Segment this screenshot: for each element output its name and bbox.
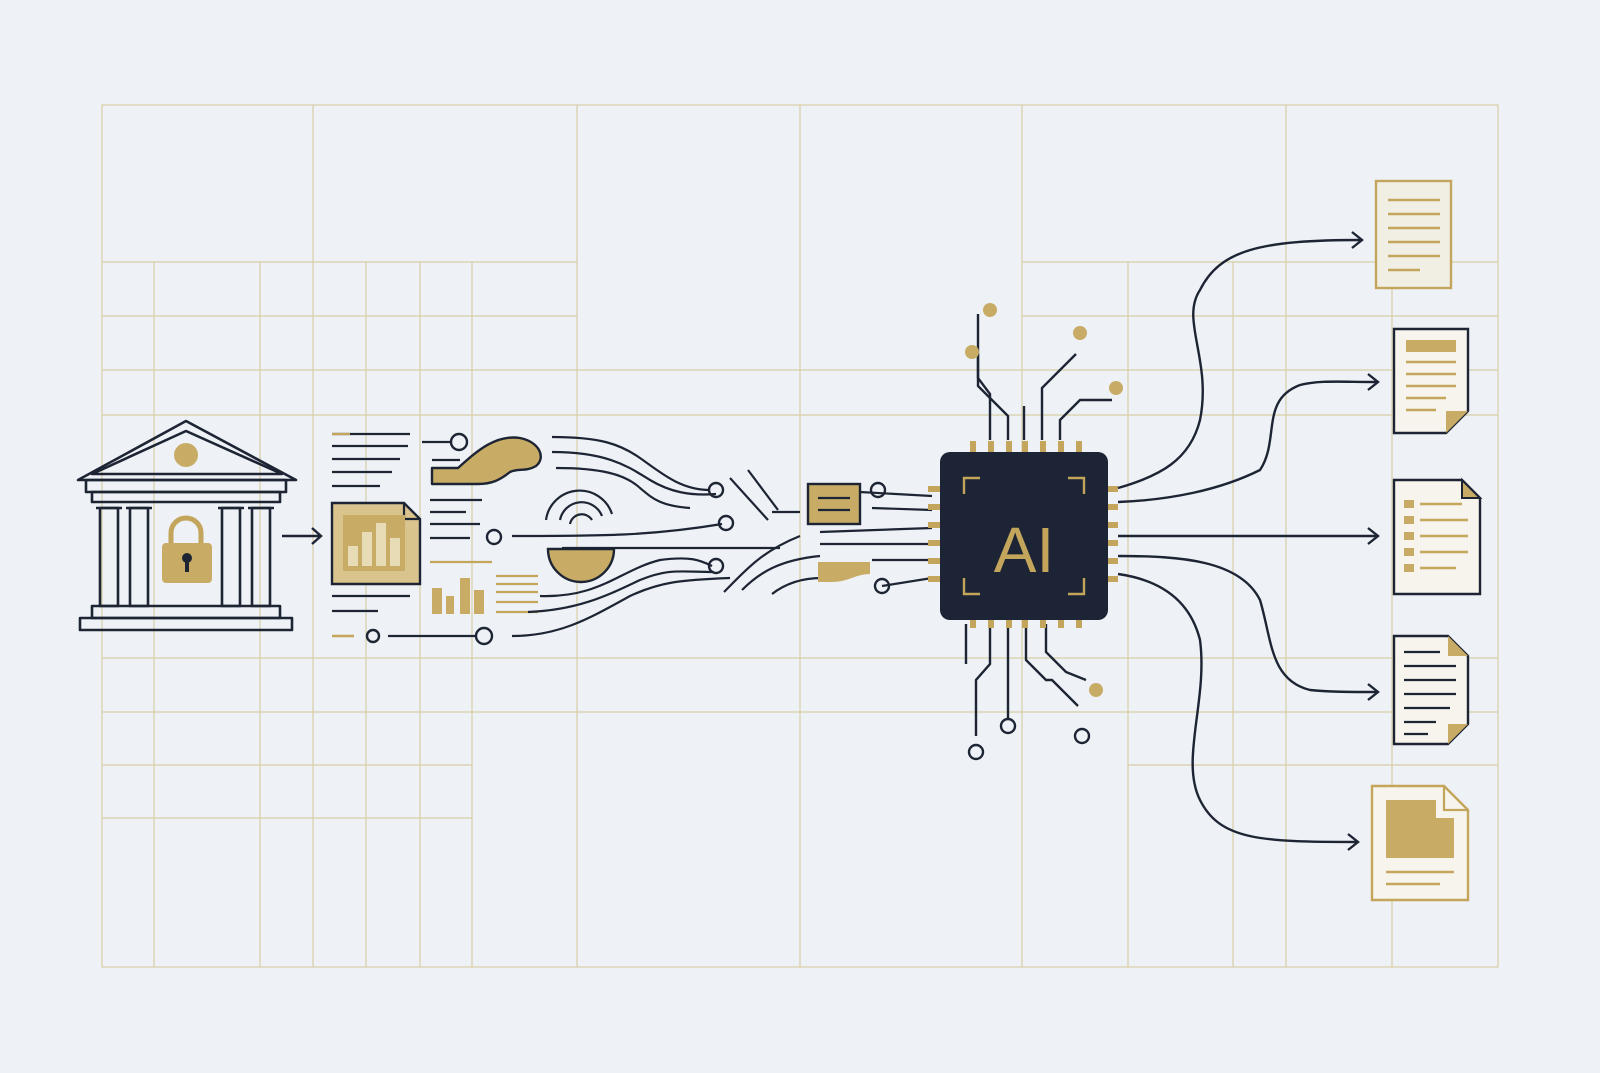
roof-medallion xyxy=(174,443,198,467)
chip-pins xyxy=(928,441,1118,628)
small-document-icon xyxy=(806,482,862,526)
output-document-4 xyxy=(1392,634,1470,746)
gold-wave-shape xyxy=(818,562,870,582)
chart-sheet-icon xyxy=(330,501,422,586)
bowl-shape xyxy=(546,547,616,584)
text-lines-middle xyxy=(430,498,482,540)
document-icon xyxy=(1388,198,1440,272)
background-grid xyxy=(101,104,1499,968)
chip-icon: AI xyxy=(928,303,1123,761)
output-document-5 xyxy=(1370,784,1470,902)
chip-brackets xyxy=(962,476,1086,596)
document-icon xyxy=(1404,650,1456,736)
node-dot xyxy=(449,432,469,452)
padlock-icon xyxy=(162,515,212,583)
output-branches xyxy=(1117,231,1380,851)
mini-bar-chart xyxy=(432,578,484,614)
flow-lines xyxy=(511,435,933,638)
document-icon xyxy=(1404,500,1468,572)
gold-blob-shape xyxy=(430,436,542,486)
bank-lock-icon xyxy=(76,419,298,632)
output-document-3 xyxy=(1392,477,1483,596)
document-icon xyxy=(1406,340,1456,412)
arrow-bank-to-data xyxy=(282,527,323,545)
output-document-1 xyxy=(1374,179,1453,290)
chip-body xyxy=(940,452,1108,620)
chip-label: AI xyxy=(994,514,1054,586)
text-lines-bottom xyxy=(332,594,476,638)
output-document-2 xyxy=(1392,327,1470,435)
data-fragments xyxy=(330,432,616,646)
flow-dots xyxy=(707,481,891,595)
document-icon xyxy=(1386,800,1454,886)
swirl-lines xyxy=(544,489,614,525)
